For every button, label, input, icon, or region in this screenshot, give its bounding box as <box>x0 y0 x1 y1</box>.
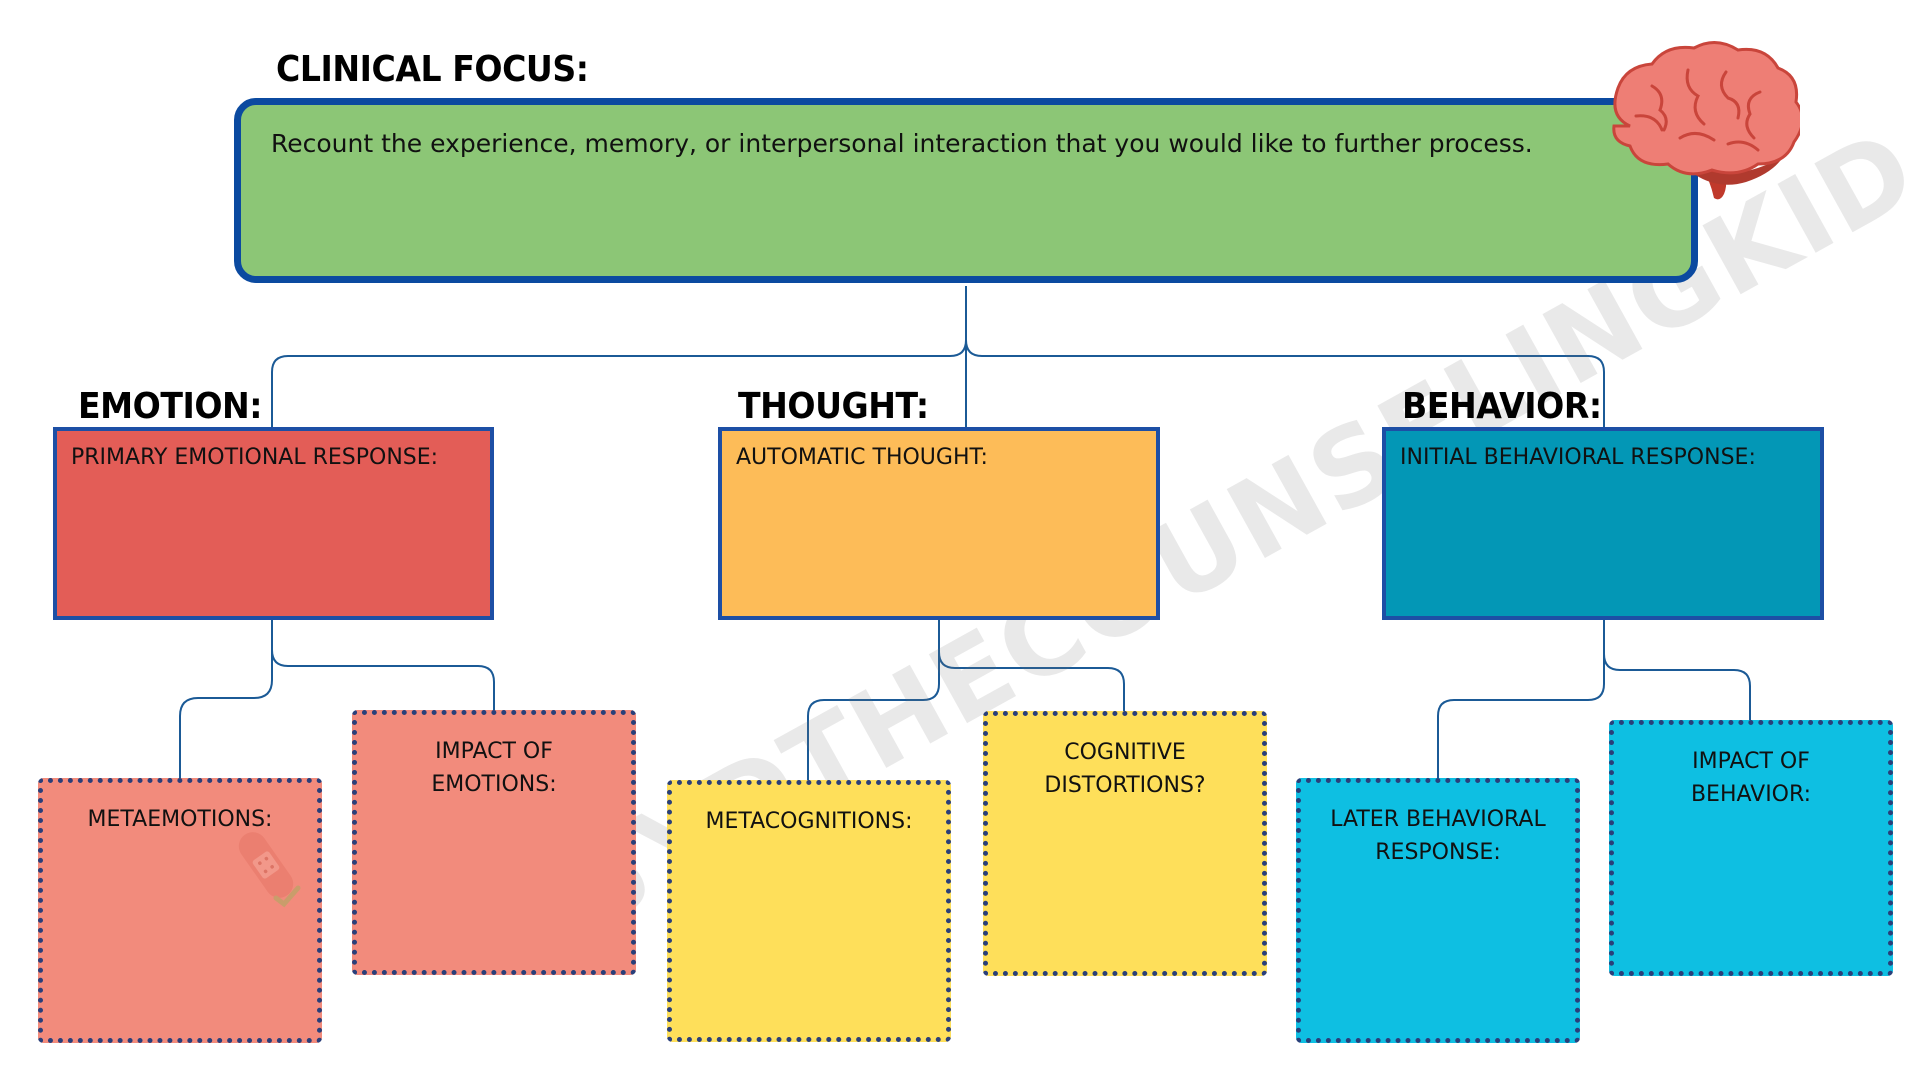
brain-icon <box>1612 41 1800 200</box>
later-behavioral-response-box[interactable]: LATER BEHAVIORAL RESPONSE: <box>1296 778 1580 1043</box>
bandaid-icon <box>238 832 301 908</box>
automatic-thought-box[interactable]: AUTOMATIC THOUGHT: <box>718 427 1160 620</box>
primary-emotional-response-label: PRIMARY EMOTIONAL RESPONSE: <box>71 445 439 470</box>
cognitive-distortions-label: COGNITIVE DISTORTIONS? <box>1044 740 1206 798</box>
connector-behavior-to-impact <box>1603 620 1751 722</box>
initial-behavioral-response-box[interactable]: INITIAL BEHAVIORAL RESPONSE: <box>1382 427 1824 620</box>
impact-of-emotions-label: IMPACT OF EMOTIONS: <box>431 739 557 797</box>
metaemotions-label: METAEMOTIONS: <box>87 807 273 832</box>
impact-of-behavior-box[interactable]: IMPACT OF BEHAVIOR: <box>1609 720 1893 976</box>
cognitive-distortions-box[interactable]: COGNITIVE DISTORTIONS? <box>983 711 1267 976</box>
metacognitions-label: METACOGNITIONS: <box>705 809 913 834</box>
connector-thought-to-metacognitions <box>807 620 940 782</box>
connector-emotion-to-metaemotions <box>179 620 273 778</box>
emotion-heading: EMOTION: <box>78 386 263 427</box>
thought-heading: THOUGHT: <box>738 386 929 427</box>
connector-emotion-to-impact <box>271 620 495 712</box>
behavior-heading: BEHAVIOR: <box>1402 386 1602 427</box>
impact-of-behavior-label: IMPACT OF BEHAVIOR: <box>1690 749 1812 807</box>
initial-behavioral-response-label: INITIAL BEHAVIORAL RESPONSE: <box>1400 445 1756 470</box>
metaemotions-box[interactable]: METAEMOTIONS: <box>38 778 322 1043</box>
connector-behavior-to-later <box>1437 620 1605 778</box>
automatic-thought-label: AUTOMATIC THOUGHT: <box>736 445 988 470</box>
impact-of-emotions-box[interactable]: IMPACT OF EMOTIONS: <box>352 710 636 975</box>
later-behavioral-response-label: LATER BEHAVIORAL RESPONSE: <box>1330 807 1546 865</box>
metacognitions-box[interactable]: METACOGNITIONS: <box>667 780 951 1042</box>
primary-emotional-response-box[interactable]: PRIMARY EMOTIONAL RESPONSE: <box>53 427 494 620</box>
clinical-focus-box[interactable]: Recount the experience, memory, or inter… <box>234 98 1698 283</box>
connector-thought-to-distortions <box>938 620 1125 714</box>
clinical-focus-prompt: Recount the experience, memory, or inter… <box>271 129 1533 158</box>
clinical-focus-heading: CLINICAL FOCUS: <box>276 49 589 90</box>
